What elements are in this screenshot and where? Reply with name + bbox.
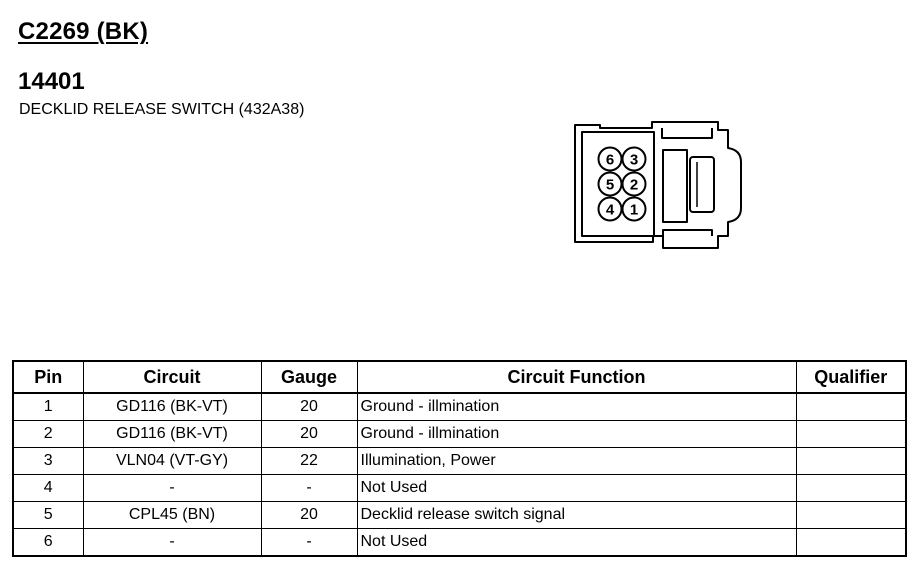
cell-circuit-function: Not Used — [356, 474, 797, 502]
pinout-table: Pin Circuit Gauge Circuit Function Quali… — [12, 360, 907, 557]
cell-gauge: - — [260, 474, 358, 502]
cell-pin: 5 — [12, 501, 84, 529]
column-header-qualifier: Qualifier — [795, 360, 907, 394]
cell-gauge: - — [260, 528, 358, 557]
cell-circuit-function: Decklid release switch signal — [356, 501, 797, 529]
column-header-circuit-function: Circuit Function — [356, 360, 797, 394]
pin-label-6: 6 — [606, 152, 614, 169]
connector-id: C2269 (BK) — [18, 18, 149, 45]
cell-qualifier — [795, 392, 907, 421]
connector-description: DECKLID RELEASE SWITCH (432A38) — [19, 101, 305, 118]
cell-gauge: 20 — [260, 392, 358, 421]
pin-label-4: 4 — [606, 202, 615, 219]
cell-circuit-function: Illumination, Power — [356, 447, 797, 475]
cell-circuit: - — [82, 474, 262, 502]
cell-qualifier — [795, 420, 907, 448]
pin-label-3: 3 — [630, 152, 638, 169]
cell-circuit: GD116 (BK-VT) — [82, 392, 262, 421]
cell-pin: 3 — [12, 447, 84, 475]
cell-circuit-function: Ground - illmination — [356, 420, 797, 448]
connector-latch-tab — [689, 156, 715, 213]
cell-circuit: GD116 (BK-VT) — [82, 420, 262, 448]
cell-circuit: - — [82, 528, 262, 557]
pin-cavity-1: 1 — [621, 196, 647, 222]
cell-circuit-function: Ground - illmination — [356, 392, 797, 421]
connector-inner-body — [581, 131, 655, 237]
cell-gauge: 22 — [260, 447, 358, 475]
pin-cavity-4: 4 — [597, 196, 623, 222]
column-header-pin: Pin — [12, 360, 84, 394]
connector-latch-body — [662, 149, 688, 223]
pin-cavity-6: 6 — [597, 146, 623, 172]
part-number: 14401 — [18, 68, 85, 95]
table-row: 5 CPL45 (BN) 20 Decklid release switch s… — [12, 501, 907, 529]
column-header-gauge: Gauge — [260, 360, 358, 394]
pin-cavities: 6 3 5 2 4 1 — [597, 146, 647, 222]
cell-qualifier — [795, 474, 907, 502]
pin-label-2: 2 — [630, 177, 638, 194]
table-row: 4 - - Not Used — [12, 474, 907, 502]
connector-bottom-rib — [662, 229, 713, 236]
cell-pin: 1 — [12, 392, 84, 421]
cell-gauge: 20 — [260, 501, 358, 529]
cell-pin: 2 — [12, 420, 84, 448]
table-header-row: Pin Circuit Gauge Circuit Function Quali… — [12, 360, 907, 394]
cell-qualifier — [795, 528, 907, 557]
pin-cavity-3: 3 — [621, 146, 647, 172]
table-row: 2 GD116 (BK-VT) 20 Ground - illmination — [12, 420, 907, 448]
cell-gauge: 20 — [260, 420, 358, 448]
cell-circuit: CPL45 (BN) — [82, 501, 262, 529]
connector-top-rib — [661, 128, 713, 139]
table-row: 3 VLN04 (VT-GY) 22 Illumination, Power — [12, 447, 907, 475]
pin-cavity-2: 2 — [621, 171, 647, 197]
pin-cavity-5: 5 — [597, 171, 623, 197]
cell-circuit-function: Not Used — [356, 528, 797, 557]
cell-pin: 4 — [12, 474, 84, 502]
column-header-circuit: Circuit — [82, 360, 262, 394]
cell-pin: 6 — [12, 528, 84, 557]
cell-qualifier — [795, 447, 907, 475]
table-row: 1 GD116 (BK-VT) 20 Ground - illmination — [12, 392, 907, 421]
connector-face-diagram: 6 3 5 2 4 1 — [574, 121, 742, 249]
connector-housing-outline — [574, 121, 742, 249]
cell-qualifier — [795, 501, 907, 529]
pin-label-1: 1 — [630, 202, 638, 219]
table-row: 6 - - Not Used — [12, 528, 907, 557]
pin-label-5: 5 — [606, 177, 614, 194]
cell-circuit: VLN04 (VT-GY) — [82, 447, 262, 475]
